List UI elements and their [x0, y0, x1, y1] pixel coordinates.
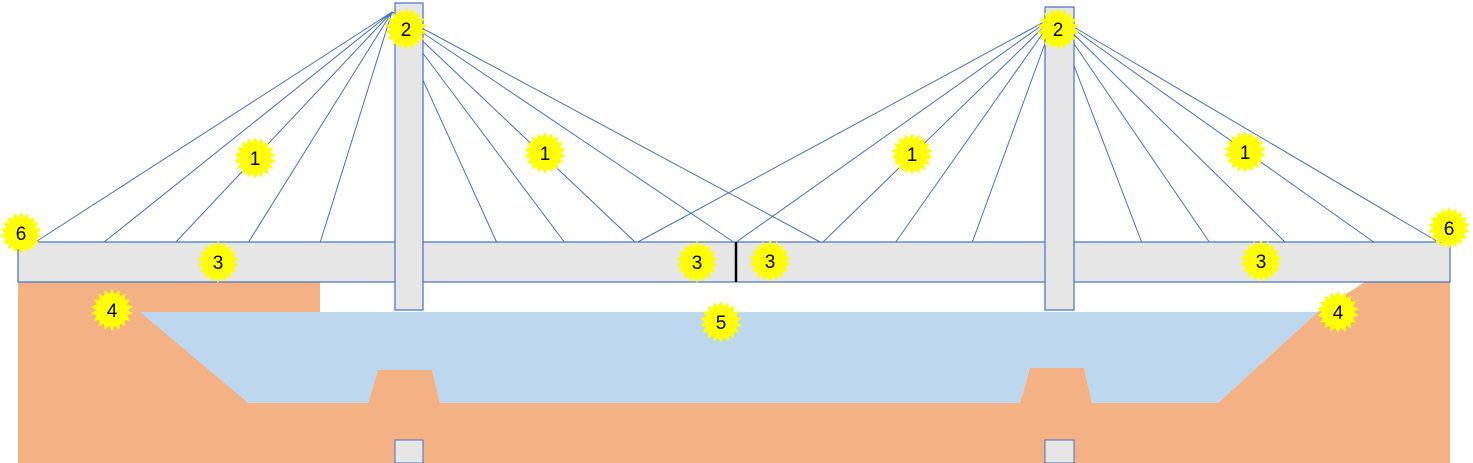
- marker-label: 3: [213, 253, 224, 274]
- starburst-icon: [1037, 8, 1079, 50]
- starburst-icon: [676, 241, 718, 283]
- marker-6: 6: [1428, 207, 1470, 249]
- marker-label: 2: [1053, 20, 1064, 41]
- marker-label: 5: [716, 313, 727, 334]
- starburst-icon: [0, 212, 42, 254]
- starburst-icon: [1224, 131, 1266, 173]
- marker-label: 3: [1256, 252, 1267, 273]
- marker-label: 3: [765, 252, 776, 273]
- stay-cable: [1054, 15, 1376, 244]
- numbered-markers: 1 1 1 1 2 2 3 3 3 3 4 4 5 6 6: [0, 8, 1470, 343]
- marker-label: 4: [107, 301, 118, 322]
- marker-label: 4: [1333, 303, 1344, 324]
- stay-cable: [33, 11, 393, 244]
- stay-cable: [635, 15, 1056, 244]
- starburst-icon: [749, 240, 791, 282]
- marker-4: 4: [1317, 291, 1359, 333]
- marker-1: 1: [891, 133, 933, 175]
- stay-cable: [391, 11, 823, 244]
- marker-label: 3: [692, 253, 703, 274]
- stay-cables: [33, 11, 1441, 244]
- marker-3: 3: [749, 240, 791, 282]
- river-water: [140, 312, 1318, 403]
- marker-2: 2: [1037, 8, 1079, 50]
- ground-bed: [18, 282, 1450, 463]
- starburst-icon: [385, 8, 427, 50]
- marker-1: 1: [234, 137, 276, 179]
- stay-cable: [1054, 15, 1441, 244]
- starburst-icon: [524, 132, 566, 174]
- stay-cable: [894, 15, 1056, 244]
- stay-cable: [821, 15, 1056, 244]
- marker-5: 5: [700, 301, 742, 343]
- marker-3: 3: [676, 241, 718, 283]
- marker-label: 1: [1240, 143, 1251, 164]
- marker-label: 1: [250, 149, 261, 170]
- starburst-icon: [1240, 240, 1282, 282]
- starburst-icon: [700, 301, 742, 343]
- stay-cable: [247, 11, 393, 244]
- marker-label: 1: [907, 145, 918, 166]
- starburst-icon: [1428, 207, 1470, 249]
- stay-cable: [391, 11, 637, 244]
- stay-cable: [319, 11, 393, 244]
- stay-cable: [1054, 15, 1287, 244]
- starburst-icon: [891, 133, 933, 175]
- marker-label: 1: [540, 144, 551, 165]
- pylon-left: [394, 2, 424, 311]
- marker-1: 1: [524, 132, 566, 174]
- marker-6: 6: [0, 212, 42, 254]
- marker-label: 2: [401, 20, 412, 41]
- bridge-deck: [17, 241, 1451, 283]
- starburst-icon: [91, 289, 133, 331]
- stay-cable: [174, 11, 393, 244]
- marker-label: 6: [1444, 219, 1455, 240]
- pylon-right: [1044, 6, 1075, 311]
- marker-4: 4: [91, 289, 133, 331]
- pylon-right-foundation: [1044, 439, 1075, 463]
- marker-3: 3: [197, 241, 239, 283]
- marker-label: 6: [16, 224, 27, 245]
- marker-2: 2: [385, 8, 427, 50]
- starburst-icon: [1317, 291, 1359, 333]
- stay-cable: [971, 15, 1056, 244]
- marker-3: 3: [1240, 240, 1282, 282]
- stay-cable: [1054, 15, 1211, 244]
- starburst-icon: [197, 241, 239, 283]
- stay-cable: [391, 11, 736, 244]
- starburst-icon: [234, 137, 276, 179]
- marker-1: 1: [1224, 131, 1266, 173]
- pylon-left-foundation: [394, 439, 424, 463]
- stay-cable: [102, 11, 393, 244]
- stay-cable: [734, 15, 1056, 244]
